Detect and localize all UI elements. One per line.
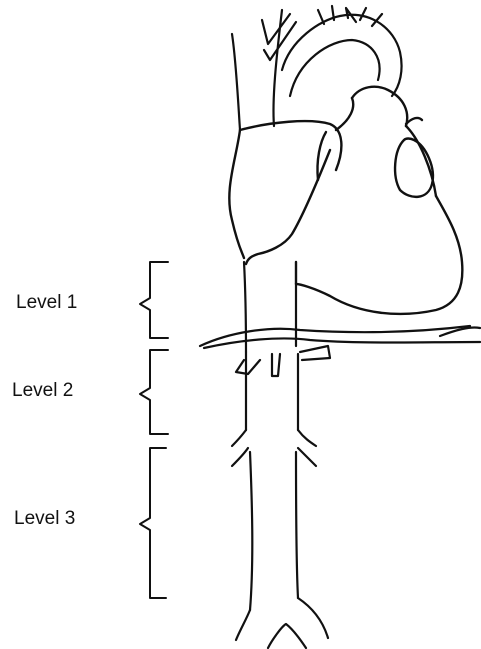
aorta [200,262,480,648]
level-2-label: Level 2 [12,380,73,402]
heart [229,87,462,314]
bracket-level-3 [140,448,166,598]
level-3-label: Level 3 [14,508,75,530]
bracket-level-1 [140,262,168,338]
upper-vessels [232,6,402,130]
level-1-label: Level 1 [16,292,77,314]
level-brackets [140,262,168,598]
bracket-level-2 [140,350,168,434]
